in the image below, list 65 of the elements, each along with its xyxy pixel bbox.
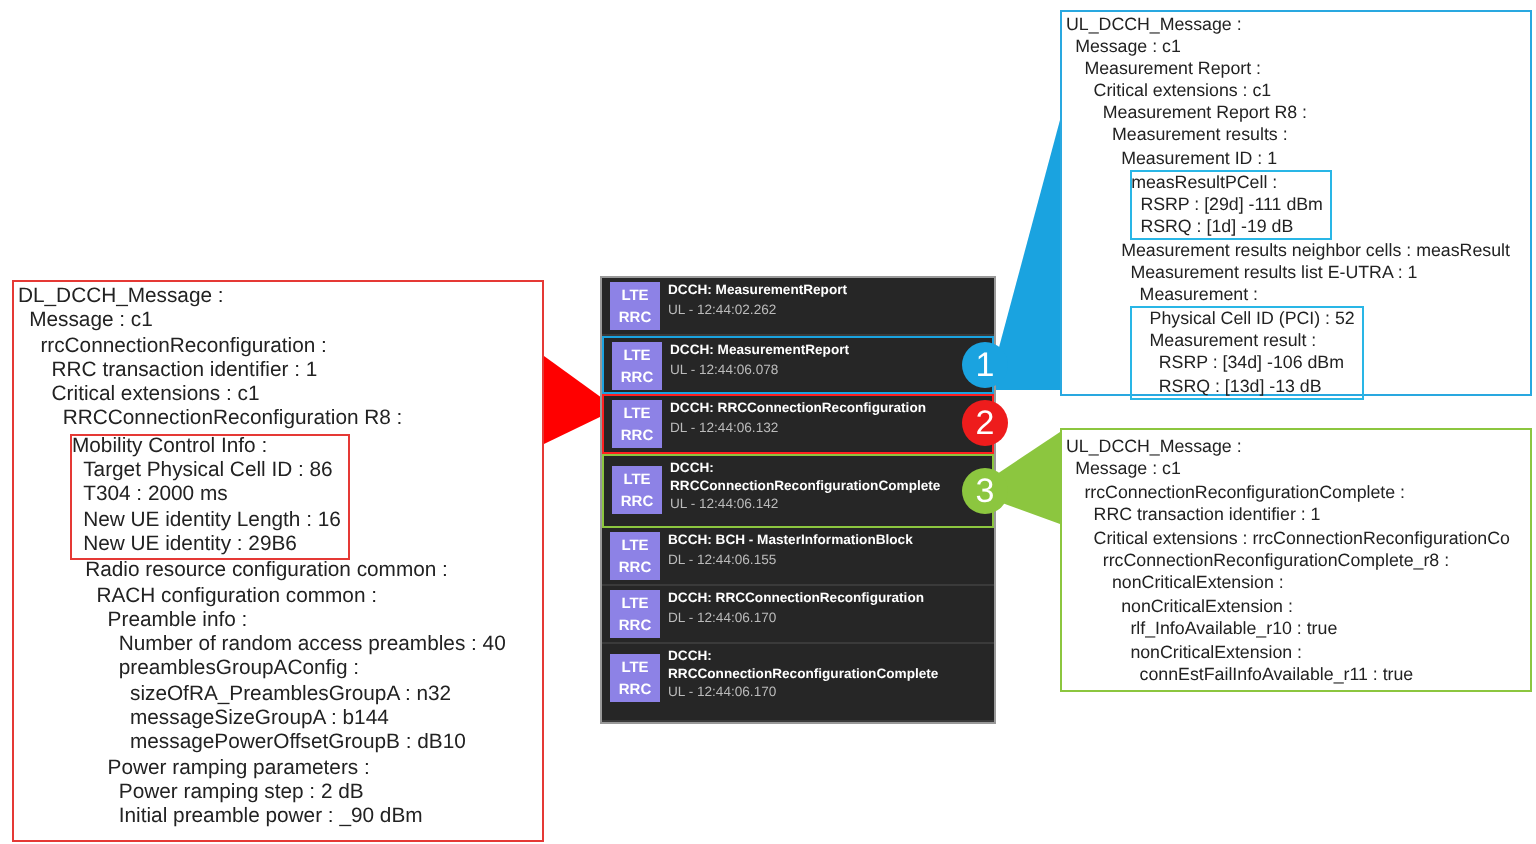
log-line: rlf_InfoAvailable_r10 : true	[1128, 618, 1340, 642]
log-line: RACH configuration common :	[94, 585, 380, 610]
highlight-box	[1129, 169, 1333, 240]
log-line: Measurement ID : 1	[1119, 147, 1280, 170]
log-line: Radio resource configuration common :	[83, 560, 450, 586]
log-line: Measurement results list E-UTRA : 1	[1128, 262, 1420, 285]
log-line: rrcConnectionReconfigurationComplete :	[1082, 481, 1408, 505]
step-number: 3	[962, 468, 1008, 514]
log-line: sizeOfRA_PreamblesGroupA : n32	[128, 683, 454, 709]
log-line: UL_DCCH_Message :	[1066, 14, 1244, 37]
log-line: Measurement results :	[1110, 124, 1290, 148]
message-row	[602, 528, 994, 586]
log-line: Power ramping parameters :	[105, 757, 372, 782]
message-panel	[1060, 428, 1532, 692]
log-line: Measurement results neighbor cells : measResult	[1119, 239, 1512, 263]
log-line: RRCConnectionReconfiguration R8 :	[60, 408, 405, 434]
log-line: Target Physical Cell ID : 86	[81, 460, 335, 485]
message-row	[602, 278, 994, 336]
log-line: T304 : 2000 ms	[81, 484, 230, 510]
log-line: Critical extensions : c1	[49, 384, 262, 409]
log-line: DL_DCCH_Message :	[18, 286, 226, 311]
log-line: nonCriticalExtension :	[1128, 641, 1305, 665]
highlight-box	[1129, 306, 1365, 400]
log-line: rrcConnectionReconfigurationComplete_r8 :	[1100, 550, 1452, 573]
log-line: messageSizeGroupA : b144	[128, 708, 391, 733]
log-line: Preamble info :	[105, 609, 250, 635]
log-line: RSRP : [34d] -106 dBm	[1156, 352, 1346, 375]
log-line: Message : c1	[1073, 36, 1183, 59]
log-line: nonCriticalExtension :	[1119, 595, 1295, 619]
log-line: Message : c1	[1073, 458, 1183, 482]
log-line: UL_DCCH_Message :	[1066, 436, 1244, 459]
log-line: RSRQ : [1d] -19 dB	[1138, 215, 1296, 238]
log-line: RSRP : [29d] -111 dBm	[1138, 193, 1323, 216]
log-line: Initial preamble power : _90 dBm	[116, 806, 425, 832]
log-line: New UE identity : 29B6	[81, 533, 299, 559]
log-line: Measurement Report :	[1082, 58, 1263, 81]
log-line: preamblesGroupAConfig :	[116, 658, 362, 684]
log-line: Measurement :	[1137, 284, 1260, 307]
log-line: nonCriticalExtension :	[1110, 572, 1286, 596]
callout-wedge	[994, 432, 1060, 524]
log-line: Physical Cell ID (PCI) : 52	[1147, 308, 1355, 331]
log-line: Mobility Control Info :	[72, 435, 270, 461]
callout-wedge	[994, 120, 1060, 390]
message-row	[602, 586, 994, 644]
log-line: RSRQ : [13d] -13 dB	[1156, 375, 1324, 398]
message-panel	[12, 280, 544, 842]
highlight-box	[70, 433, 351, 561]
log-line: connEstFailInfoAvailable_r11 : true	[1137, 664, 1416, 687]
log-line: Critical extensions : rrcConnectionReconfigurationCo	[1091, 527, 1512, 551]
log-line: messagePowerOffsetGroupB : dB10	[128, 732, 468, 758]
log-line: Measurement result :	[1147, 330, 1319, 353]
log-line: Message : c1	[27, 310, 155, 336]
step-number: 2	[962, 400, 1008, 446]
log-line: measResultPCell :	[1131, 171, 1280, 194]
log-line: Critical extensions : c1	[1091, 80, 1274, 103]
log-line: Measurement Report R8 :	[1100, 102, 1309, 125]
log-line: Number of random access preambles : 40	[116, 634, 508, 659]
callout-wedge	[544, 356, 602, 444]
message-panel	[1060, 10, 1532, 396]
log-line: Power ramping step : 2 dB	[116, 781, 366, 807]
log-line: RRC transaction identifier : 1	[1091, 504, 1323, 528]
log-line: rrcConnectionReconfiguration :	[38, 335, 329, 360]
log-line: RRC transaction identifier : 1	[49, 359, 320, 385]
log-line: New UE identity Length : 16	[81, 509, 341, 534]
message-row	[602, 644, 994, 722]
